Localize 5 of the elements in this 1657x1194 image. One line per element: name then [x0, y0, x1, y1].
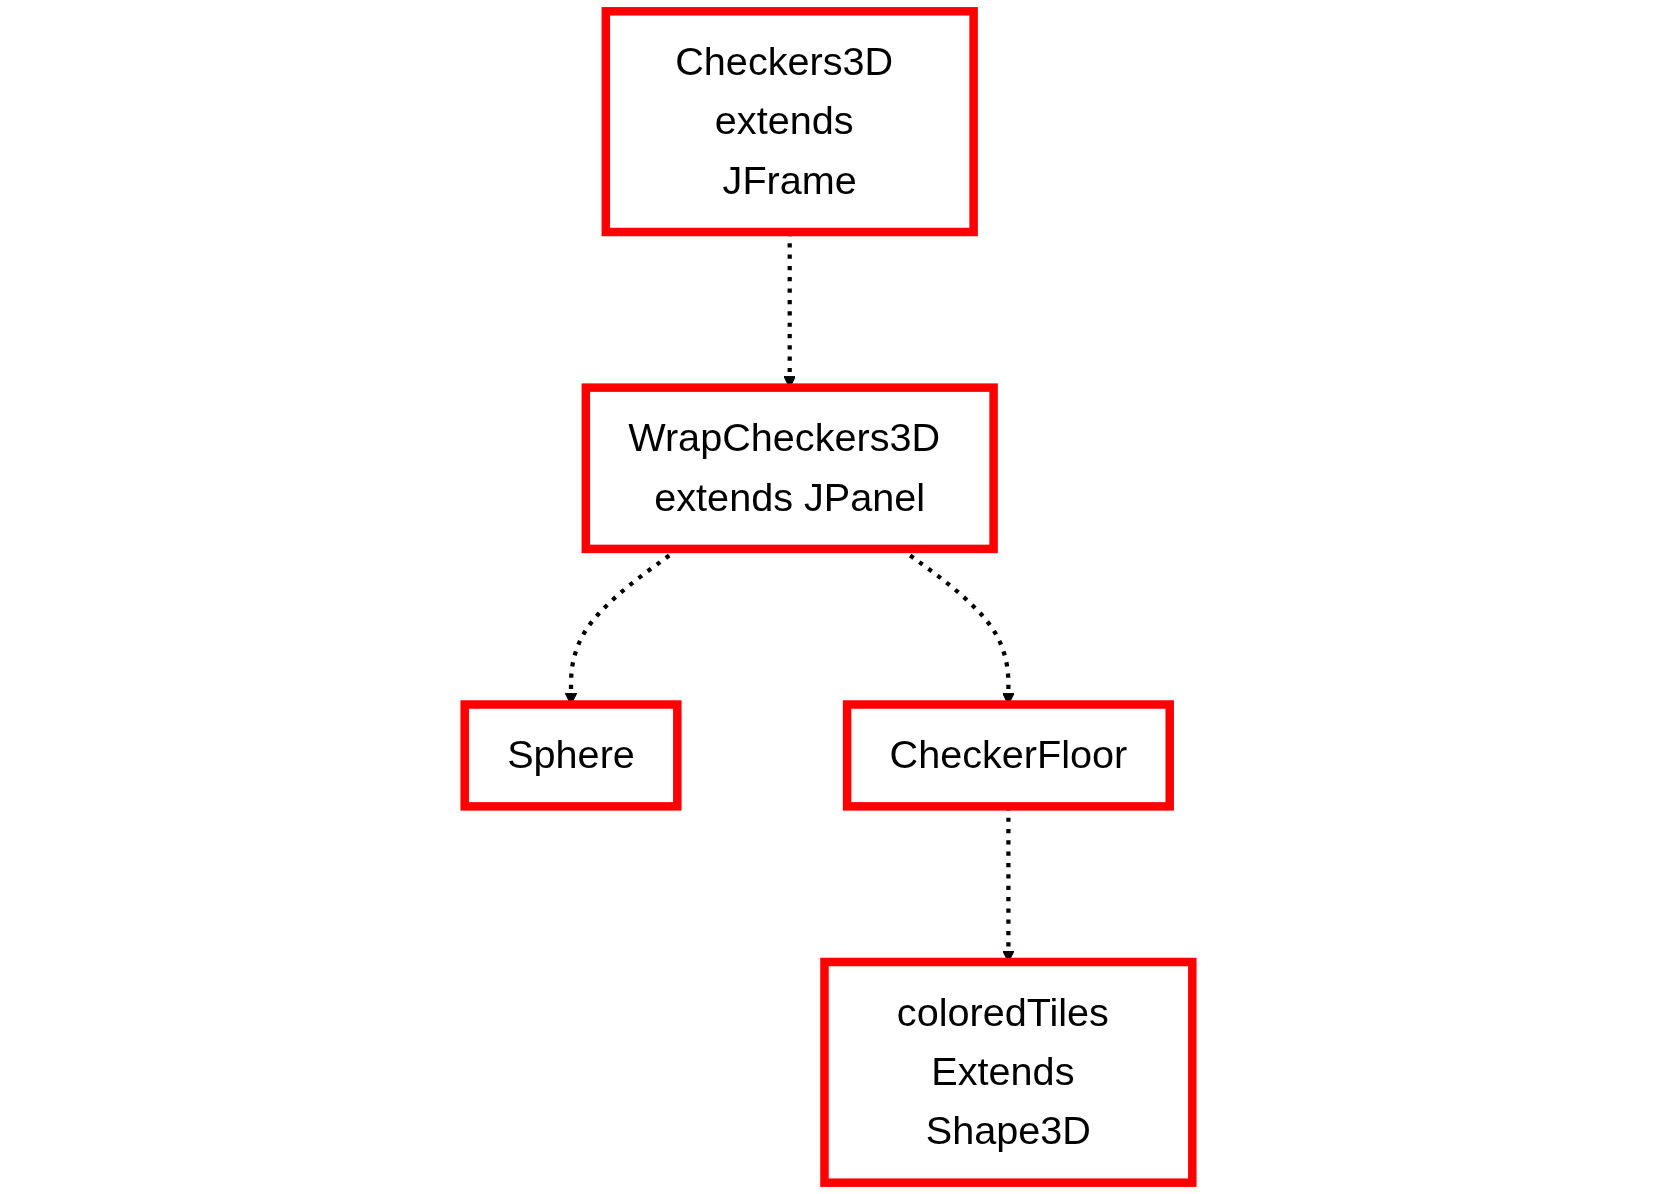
node-box: WrapCheckers3D extends JPanel — [581, 383, 998, 554]
node-box: CheckerFloor — [842, 700, 1174, 811]
node-box: Checkers3D extends JFrame — [601, 7, 978, 237]
node-box: coloredTiles Extends Shape3D — [820, 957, 1197, 1187]
node-box: Sphere — [460, 700, 682, 811]
